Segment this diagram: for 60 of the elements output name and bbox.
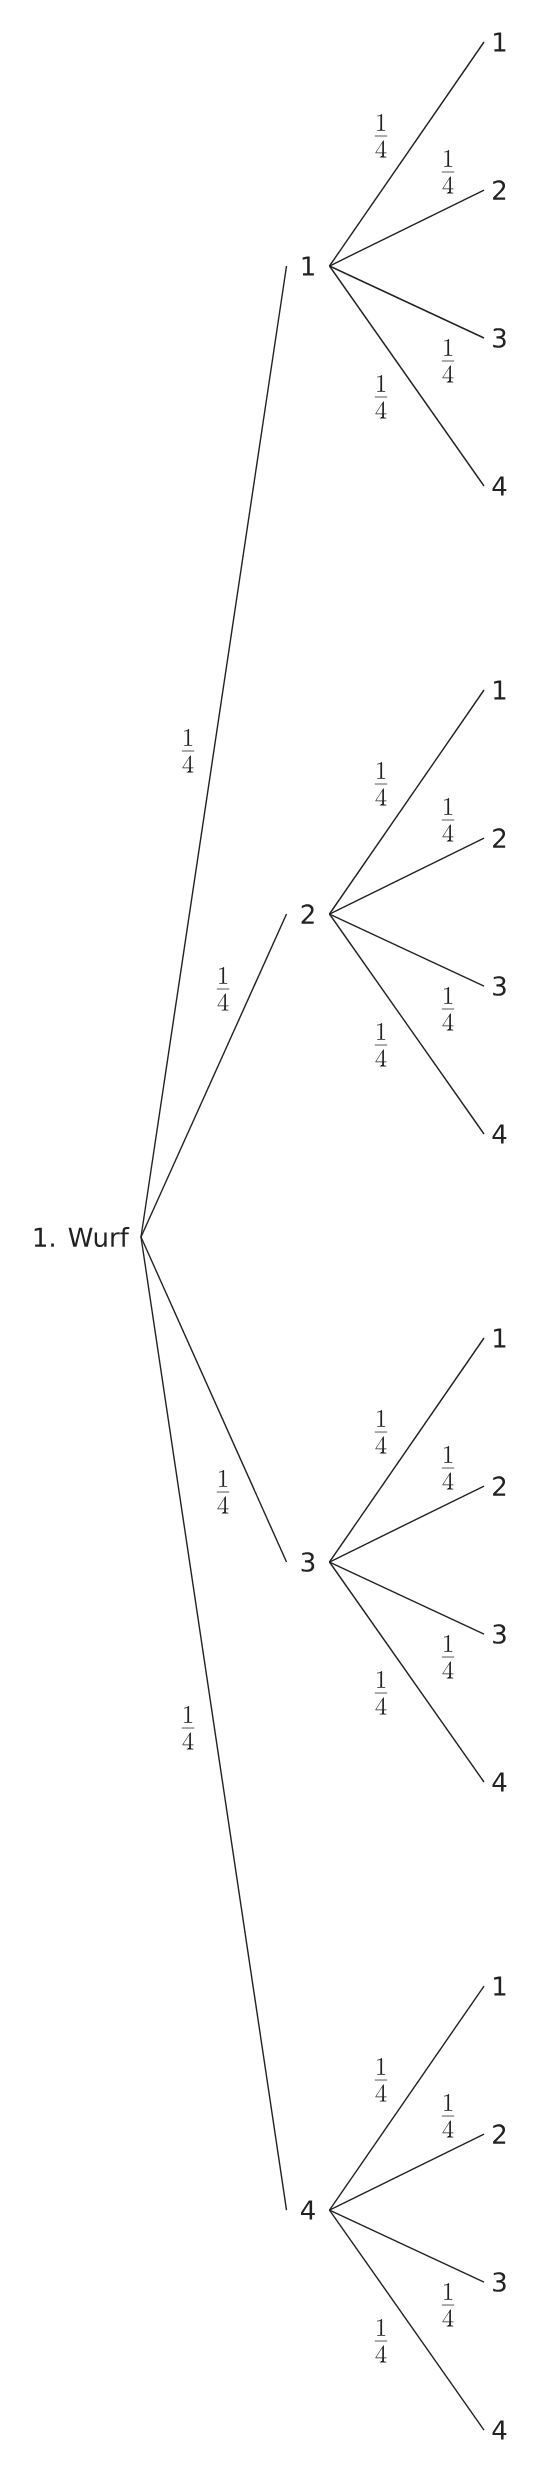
- outcome-label: 2: [493, 828, 506, 848]
- probability-label: $\frac{1}{4}$: [216, 1470, 230, 1514]
- branch-line: [328, 913, 485, 1135]
- probability-label: $\frac{1}{4}$: [441, 987, 455, 1031]
- outcome-label: 4: [301, 2200, 315, 2220]
- branch-line: [328, 41, 485, 267]
- probability-label: $\frac{1}{4}$: [441, 1446, 455, 1490]
- outcome-label: 1. Wurf: [34, 1226, 130, 1248]
- probability-label: $\frac{1}{4}$: [374, 114, 388, 158]
- branch-line: [328, 837, 485, 915]
- outcome-label: 1: [302, 256, 314, 276]
- probability-label: $\frac{1}{4}$: [441, 2094, 455, 2138]
- outcome-label: 4: [492, 476, 507, 496]
- branch-line: [328, 265, 485, 339]
- outcome-label: 3: [301, 1552, 315, 1572]
- probability-label: $\frac{1}{4}$: [181, 729, 195, 773]
- outcome-label: 3: [493, 976, 506, 996]
- outcome-label: 2: [493, 2124, 506, 2144]
- probability-label: $\frac{1}{4}$: [441, 2283, 455, 2327]
- branch-line: [328, 1985, 485, 2211]
- outcome-label: 1: [494, 1976, 506, 1996]
- outcome-label: 1: [494, 32, 506, 52]
- branch-line: [140, 1236, 288, 1563]
- outcome-label: 3: [493, 1624, 506, 1644]
- outcome-label: 4: [492, 1124, 507, 1144]
- branch-line: [328, 2209, 485, 2431]
- outcome-label: 4: [492, 2420, 507, 2440]
- branch-line: [328, 189, 485, 267]
- probability-label: $\frac{1}{4}$: [216, 967, 230, 1011]
- probability-label: $\frac{1}{4}$: [374, 762, 388, 806]
- branch-line: [328, 1561, 485, 1635]
- outcome-label: 1: [494, 1328, 506, 1348]
- branch-line: [328, 913, 485, 987]
- probability-label: $\frac{1}{4}$: [374, 1671, 388, 1715]
- branch-line: [328, 1337, 485, 1563]
- branch-line: [328, 1485, 485, 1563]
- branch-line: [328, 1561, 485, 1783]
- outcome-label: 3: [493, 328, 506, 348]
- probability-label: $\frac{1}{4}$: [374, 1023, 388, 1067]
- branch-line: [140, 913, 288, 1238]
- probability-label: $\frac{1}{4}$: [441, 339, 455, 383]
- outcome-label: 1: [494, 680, 506, 700]
- outcome-label: 2: [301, 904, 314, 924]
- outcome-label: 2: [493, 1476, 506, 1496]
- branch-line: [328, 265, 485, 487]
- probability-label: $\frac{1}{4}$: [374, 375, 388, 419]
- branch-line: [140, 1236, 288, 2211]
- probability-label: $\frac{1}{4}$: [441, 798, 455, 842]
- probability-label: $\frac{1}{4}$: [441, 150, 455, 194]
- outcome-label: 3: [493, 2272, 506, 2292]
- outcome-label: 4: [492, 1772, 507, 1792]
- probability-label: $\frac{1}{4}$: [374, 2058, 388, 2102]
- outcome-label: 2: [493, 180, 506, 200]
- probability-label: $\frac{1}{4}$: [374, 1410, 388, 1454]
- branch-line: [328, 689, 485, 915]
- probability-label: $\frac{1}{4}$: [181, 1706, 195, 1750]
- probability-label: $\frac{1}{4}$: [441, 1635, 455, 1679]
- branch-line: [328, 2133, 485, 2211]
- branch-line: [328, 2209, 485, 2283]
- probability-label: $\frac{1}{4}$: [374, 2319, 388, 2363]
